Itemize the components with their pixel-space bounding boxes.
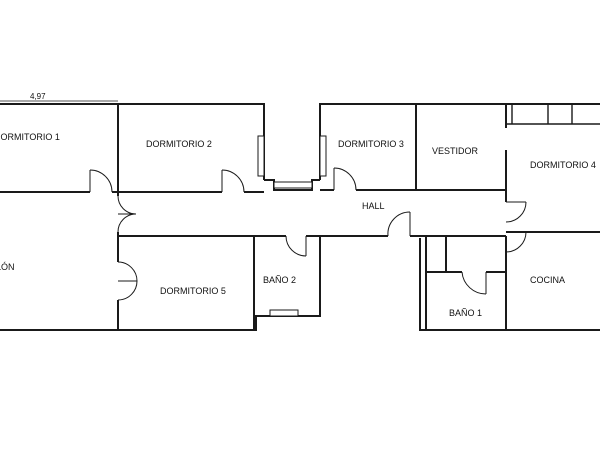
door-kitchen-arc	[505, 231, 527, 253]
label-vestidor: VESTIDOR	[432, 146, 479, 156]
door-dorm2-arc	[221, 169, 245, 193]
interior-walls	[0, 104, 600, 330]
doors	[89, 167, 527, 301]
wall-bano2-bottom	[253, 316, 256, 331]
label-cocina: COCINA	[530, 275, 565, 285]
label-bano-2: BAÑO 2	[263, 275, 296, 285]
window-dorm2-right	[257, 135, 265, 177]
outer-walls	[0, 103, 600, 331]
label-dormitorio-5: DORMITORIO 5	[160, 286, 226, 296]
window-corridor-top	[273, 181, 313, 189]
door-dorm3-arc	[333, 167, 357, 191]
window-dorm3-left	[319, 135, 327, 177]
label-dormitorio-2: DORMITORIO 2	[146, 139, 212, 149]
door-bano2-arc	[285, 235, 307, 257]
door-entrance-arc	[387, 211, 411, 237]
label-hall: HALL	[362, 201, 385, 211]
label-bano-1: BAÑO 1	[449, 308, 482, 318]
label-dormitorio-4: DORMITORIO 4	[530, 160, 596, 170]
wall-right-bottom	[419, 238, 600, 331]
wall-left-top	[0, 103, 265, 180]
label-dormitorio-3: DORMITORIO 3	[338, 139, 404, 149]
door-dorm4-arc	[505, 201, 527, 223]
door-bano1-arc	[461, 271, 487, 295]
door-dorm1-arc	[89, 169, 113, 193]
dimension-label: 4,97	[30, 92, 46, 101]
dimension-annotation: 4,97	[0, 92, 118, 102]
label-dormitorio-1: DORMITORIO 1	[0, 132, 60, 142]
wall-left-bottom	[0, 315, 270, 331]
label-salon: LÓN	[0, 262, 15, 272]
window-bano2-bottom	[269, 309, 299, 317]
wall-corridor-top	[264, 179, 320, 191]
windows	[257, 104, 600, 317]
room-labels: DORMITORIO 1 DORMITORIO 2 DORMITORIO 3 V…	[0, 132, 596, 318]
